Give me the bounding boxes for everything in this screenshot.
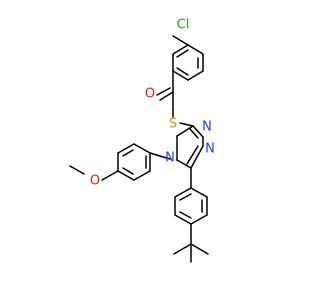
bond [186,145,199,165]
bond [176,49,189,58]
bond [176,159,192,169]
bond [179,211,192,219]
bond [174,214,192,225]
triazole-nitrogen-2: N [205,142,215,157]
triazole-nitrogen-4: N [165,151,175,166]
bond [174,187,192,198]
molecule-structure: Cl O S N N N O [69,18,215,263]
bond [190,145,204,169]
carbonyl-oxygen-atom: O [145,87,155,102]
triazole-nitrogen-1: N [202,120,212,135]
bond [176,67,189,76]
molecule-canvas: Cl O S N N N O [69,17,215,263]
bond [149,152,171,160]
methoxy-oxygen-atom: O [90,174,100,189]
bond [172,70,189,81]
bond [179,122,194,127]
bonds [69,35,209,263]
bond [133,170,151,181]
bond [173,243,192,255]
bond [179,193,192,201]
bond [187,70,204,81]
bond [172,35,189,46]
bond [69,165,85,175]
bond [190,214,208,225]
bond [176,125,194,137]
chlorine-atom: Cl [177,18,190,33]
bond [122,149,134,157]
bond [189,128,199,139]
bond [190,187,208,198]
bond [190,243,209,255]
bond [187,44,204,55]
bond [159,91,174,101]
bond [117,143,135,154]
bond [117,170,135,181]
bond [133,143,151,154]
sulfur-atom: S [169,117,177,132]
bond [122,167,134,175]
bond [172,44,189,55]
bond [156,87,171,96]
bond [101,170,119,181]
bond [192,125,204,138]
